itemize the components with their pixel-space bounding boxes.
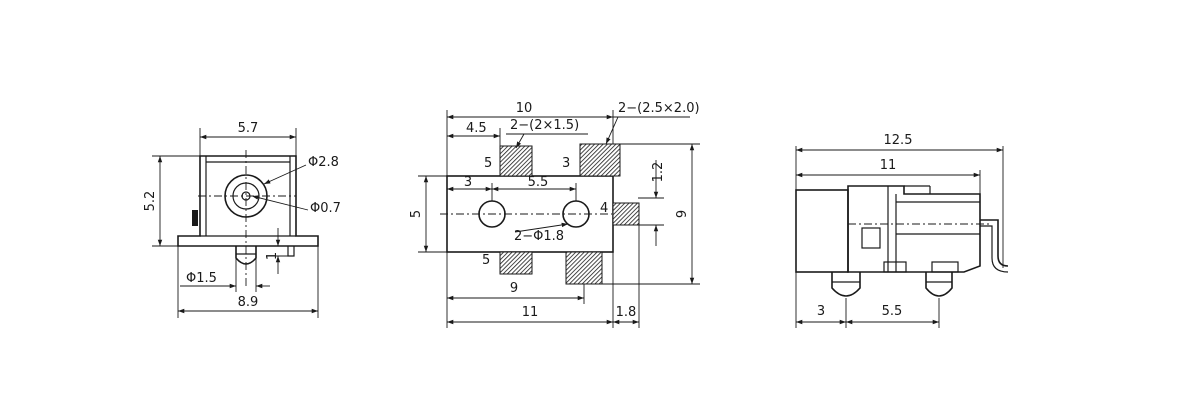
body-height-label: 5 [409, 210, 424, 218]
large-pad-top [579, 143, 621, 177]
leader-large-pads [605, 116, 619, 145]
pin-offset-label: 1 [265, 252, 280, 260]
pad-offset-label: 4.5 [466, 121, 487, 136]
dim-width-base-label: 8.9 [238, 295, 259, 310]
peg-diameter-label: Φ1.5 [186, 271, 217, 286]
overall-height-label: 9 [675, 210, 690, 218]
peg-offset-label: 3 [817, 304, 825, 319]
side-view: 12.5 11 3 5.5 [795, 133, 1009, 328]
side-peg-left [831, 272, 861, 297]
front-side-tab [192, 210, 198, 226]
small-pad-bottom [499, 251, 533, 275]
dim-height-label: 5.2 [143, 191, 158, 212]
pin-number-4: 4 [600, 201, 608, 216]
hole-spacing-label: 5.5 [528, 175, 549, 190]
leader-pin [251, 195, 309, 211]
pin-gap-label: 1.2 [651, 162, 666, 183]
overall-width-label: 10 [516, 101, 533, 116]
side-bottom-block [883, 261, 907, 273]
front-view: 5.7 5.2 Φ2.8 Φ0.7 Φ1.5 1 8.9 [143, 121, 341, 318]
peg-spacing-label: 5.5 [882, 304, 903, 319]
holes-label: 2−Φ1.8 [514, 229, 564, 244]
front-small-pin [287, 246, 295, 257]
pin-number-3: 3 [562, 156, 570, 171]
top-view: 5 3 4 5 10 2−(2.5×2.0) 4.5 2−(2×1.5) 1.2… [409, 101, 700, 328]
large-pad-bottom [565, 251, 603, 285]
small-pad-top [499, 145, 533, 177]
body-length-label: 11 [880, 158, 897, 173]
large-pads-label: 2−(2.5×2.0) [618, 101, 700, 116]
overall-length-label: 12.5 [884, 133, 913, 148]
offset-3-label: 3 [464, 175, 472, 190]
tab-length-label: 1.8 [616, 305, 637, 320]
leader-small-pads [515, 133, 525, 149]
small-pads-label: 2−(2×1.5) [510, 118, 579, 133]
dim-width-top-label: 5.7 [238, 121, 259, 136]
side-right-terminal [980, 225, 1009, 273]
bottom-11-label: 11 [522, 305, 539, 320]
leader-holes [514, 222, 569, 233]
bore-diameter-label: Φ2.8 [308, 155, 339, 170]
side-right-terminal [980, 219, 1009, 267]
leader-bore [263, 164, 307, 185]
side-window [861, 227, 881, 249]
pin-diameter-label: Φ0.7 [310, 201, 341, 216]
pin-4-pad [612, 202, 640, 226]
pin-number-5-top: 5 [484, 156, 492, 171]
bottom-9-label: 9 [510, 281, 518, 296]
side-bottom-block [931, 261, 959, 273]
side-barrel [795, 189, 849, 273]
side-peg-right [925, 272, 953, 297]
pin-number-5-bottom: 5 [482, 253, 490, 268]
side-body-outline [847, 185, 981, 273]
